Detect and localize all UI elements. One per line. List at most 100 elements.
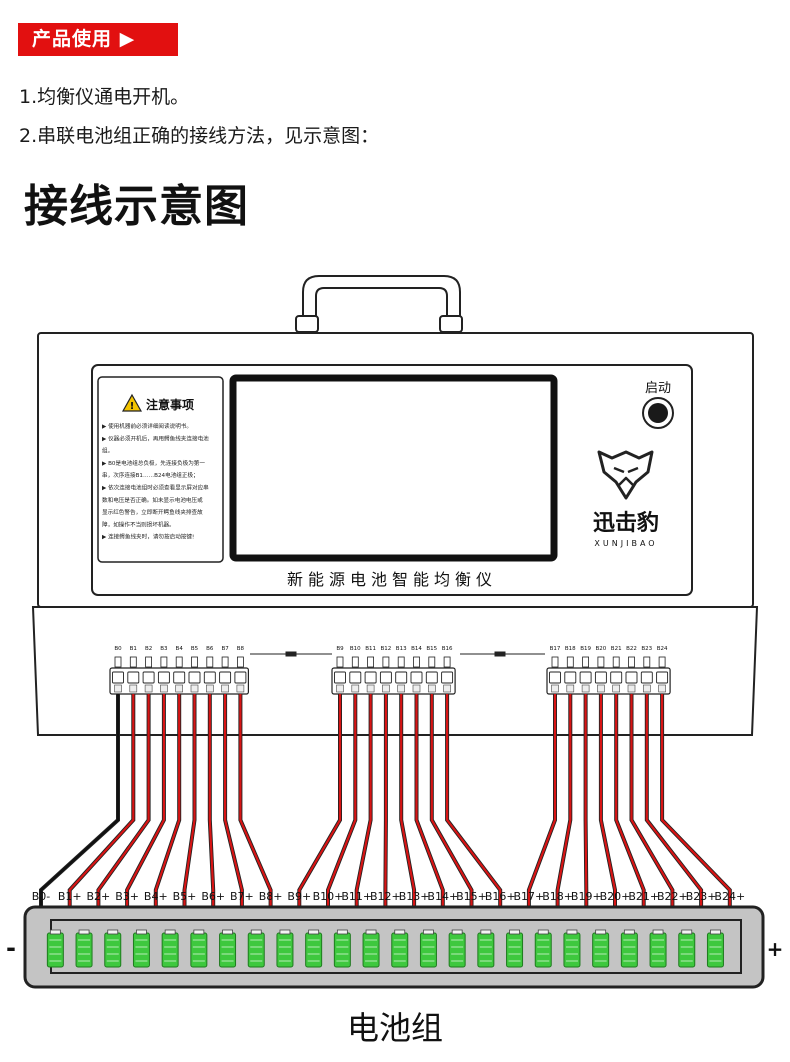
terminal-label: B9 <box>336 646 344 652</box>
wire-positive <box>154 694 181 908</box>
battery-terminal-label: B5+ <box>173 890 197 903</box>
terminal-label: B22 <box>626 646 637 652</box>
terminal-port[interactable] <box>395 671 408 684</box>
terminal-port[interactable] <box>656 671 669 684</box>
terminal-latch[interactable] <box>628 656 635 668</box>
terminal-port[interactable] <box>157 671 170 684</box>
terminal-latch[interactable] <box>191 656 198 668</box>
notice-line: 障，如操作不当则损坏机器。 <box>102 520 175 528</box>
terminal-port[interactable] <box>349 671 362 684</box>
terminal-label: B5 <box>191 646 199 652</box>
terminal-port[interactable] <box>610 671 623 684</box>
battery-labels: B0-B1+B2+B3+B4+B5+B6+B7+B8+B9+B10+B11+B1… <box>32 890 745 903</box>
terminal-port[interactable] <box>379 671 392 684</box>
terminal-port[interactable] <box>203 671 216 684</box>
terminal-port[interactable] <box>334 671 346 684</box>
terminal-screw <box>129 684 138 693</box>
battery-terminal-label: B22+ <box>657 890 688 903</box>
terminal-port[interactable] <box>127 671 140 684</box>
terminal-latch[interactable] <box>336 656 344 668</box>
terminal-latch[interactable] <box>129 656 137 668</box>
battery-terminal-label: B15+ <box>456 890 487 903</box>
terminal-latch[interactable] <box>236 656 244 668</box>
wires <box>39 694 732 908</box>
terminal-latch[interactable] <box>597 656 605 668</box>
battery-terminal-label: B13+ <box>399 890 430 903</box>
terminal-label: B10 <box>350 646 361 652</box>
notice-line: ▶ B0是电池组总负极，先连接负极为第一 <box>102 459 205 467</box>
terminal-port[interactable] <box>364 671 377 684</box>
notice-line: 组。 <box>102 447 113 455</box>
terminal-latch[interactable] <box>428 656 436 668</box>
terminal-latch[interactable] <box>658 656 666 668</box>
terminal-port[interactable] <box>425 671 438 684</box>
terminal-screw <box>551 684 559 693</box>
terminal-label: B13 <box>396 646 407 652</box>
battery-cell-cap <box>480 929 492 935</box>
terminal-latch[interactable] <box>397 656 405 668</box>
wire-positive <box>446 694 502 908</box>
terminal-port[interactable] <box>112 671 124 684</box>
battery-terminal-label: B1+ <box>58 890 82 903</box>
brand-name-en: XUNJIBAO <box>594 539 657 548</box>
terminal-port[interactable] <box>234 671 247 684</box>
terminal-screw <box>206 684 214 693</box>
terminal-latch[interactable] <box>367 656 375 668</box>
terminal-port[interactable] <box>549 671 561 684</box>
terminal-latch[interactable] <box>612 656 620 668</box>
terminal-latch[interactable] <box>566 656 574 668</box>
terminal-port[interactable] <box>640 671 653 684</box>
terminal-port[interactable] <box>173 671 186 684</box>
terminal-port[interactable] <box>579 671 592 684</box>
battery-cell-cap <box>595 929 607 935</box>
battery-cell <box>448 932 466 968</box>
terminal-screw <box>236 684 245 693</box>
terminal-latch[interactable] <box>160 656 168 668</box>
battery-cell <box>419 932 437 968</box>
battery-terminal-label: B0- <box>32 890 51 903</box>
terminal-latch[interactable] <box>443 656 451 668</box>
wire-positive <box>183 694 196 908</box>
battery-cell-cap <box>509 929 520 935</box>
wire-positive <box>645 694 703 908</box>
terminal-port[interactable] <box>410 671 423 684</box>
terminal-port[interactable] <box>188 671 201 684</box>
terminal-label: B15 <box>426 646 437 652</box>
terminal-latch[interactable] <box>221 656 229 668</box>
terminal-latch[interactable] <box>643 656 651 668</box>
terminal-latch[interactable] <box>551 656 559 668</box>
terminal-latch[interactable] <box>582 656 589 668</box>
terminal-latch[interactable] <box>413 656 420 668</box>
notice-lines: ▶ 使用机器前必须详细阅读说明书。▶ 仪器必须开机后，再用鳄鱼线夹连接电池组。▶… <box>102 422 209 541</box>
terminal-latch[interactable] <box>114 656 122 668</box>
wire-positive <box>527 694 557 908</box>
battery-cell <box>649 932 667 968</box>
terminal-latch[interactable] <box>351 656 359 668</box>
display-screen <box>229 374 558 562</box>
terminal-port[interactable] <box>625 671 638 684</box>
terminal-latch[interactable] <box>175 656 183 668</box>
battery-cell <box>706 932 724 968</box>
terminal-label: B16 <box>442 646 453 652</box>
terminal-latch[interactable] <box>206 656 214 668</box>
wire-negative <box>39 694 120 908</box>
terminal-latch[interactable] <box>145 656 153 668</box>
terminal-latch[interactable] <box>382 656 390 668</box>
start-button[interactable] <box>642 397 674 429</box>
terminal-port[interactable] <box>219 671 232 684</box>
terminal-port[interactable] <box>564 671 577 684</box>
terminal-port[interactable] <box>594 671 607 684</box>
battery-terminal-label: B24+ <box>714 890 745 903</box>
terminal-port[interactable] <box>142 671 155 684</box>
battery-cell-cap <box>78 929 90 935</box>
wire-positive <box>415 694 444 908</box>
battery-cell-cap <box>193 929 205 935</box>
terminal-label: B2 <box>145 646 152 652</box>
terminal-screw <box>397 684 406 693</box>
terminal-block <box>331 667 456 695</box>
terminal-port[interactable] <box>441 671 454 684</box>
terminal-screw <box>412 684 421 693</box>
battery-terminal-label: B9+ <box>287 890 311 903</box>
wire-positive <box>584 694 588 908</box>
